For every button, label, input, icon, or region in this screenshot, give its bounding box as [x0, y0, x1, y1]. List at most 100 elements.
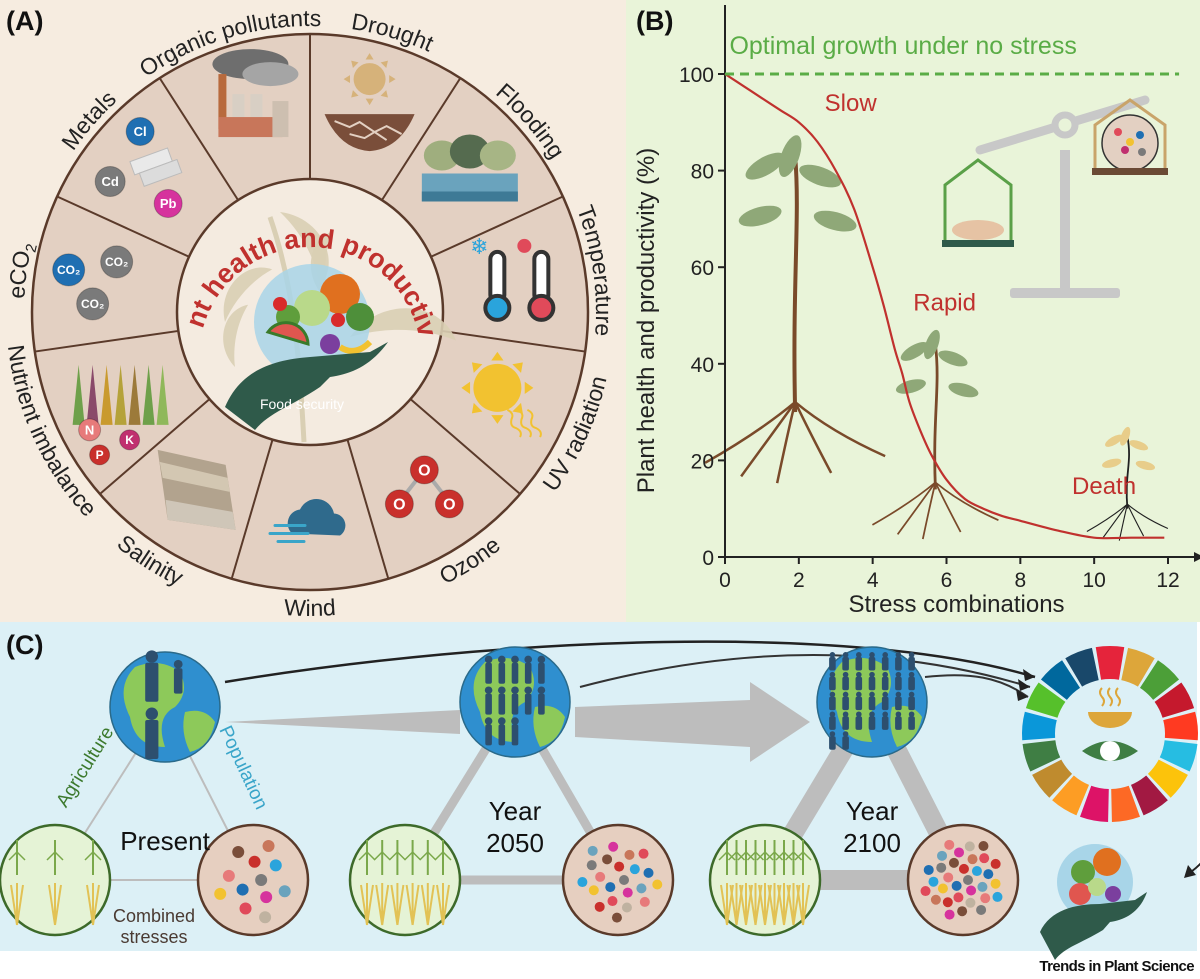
plant-leaf	[223, 304, 249, 367]
scenario-stage-1: Present	[0, 650, 310, 937]
uv-ray	[506, 408, 522, 438]
person-icon	[908, 652, 915, 658]
stress-icon	[595, 871, 606, 882]
chimney-icon	[218, 74, 227, 130]
stress-icon	[979, 853, 990, 864]
element-badge	[409, 455, 439, 485]
combined-stresses-circle	[196, 823, 310, 937]
stress-icon	[588, 885, 599, 896]
plant-leaf	[350, 308, 457, 341]
sdg-segment	[1025, 682, 1066, 718]
continent-shape	[890, 705, 922, 747]
stress-icon	[976, 904, 987, 915]
person-icon	[895, 652, 902, 658]
person-icon	[498, 717, 506, 725]
stress-icon	[920, 886, 931, 897]
y-tick-label: 60	[691, 257, 714, 280]
plant-leaf	[1105, 434, 1123, 447]
plant-leaf	[1120, 426, 1131, 446]
person-icon	[829, 731, 836, 737]
person-body	[485, 693, 492, 715]
person-icon	[829, 691, 836, 698]
person-body	[511, 693, 519, 715]
greens-icon	[346, 303, 374, 331]
plant-leaf	[900, 342, 929, 361]
scale-base	[1010, 288, 1120, 298]
person-icon	[882, 671, 888, 678]
person-body	[485, 724, 492, 746]
stress-icon	[639, 896, 650, 907]
stress-dot	[1126, 138, 1134, 146]
combined-label-line1: Combined	[113, 906, 195, 926]
wheat-plant	[796, 883, 810, 926]
arrow-head	[1184, 865, 1196, 878]
element-badge-label: Pb	[160, 196, 177, 211]
cooling-tower-icon	[232, 94, 245, 125]
element-badge-label: O	[393, 497, 405, 514]
sdg-segment	[1032, 759, 1073, 798]
maize-leaves	[373, 850, 391, 861]
element-badge-label: Cl	[134, 124, 147, 139]
wheat-plant	[390, 883, 405, 926]
stress-icon	[622, 887, 633, 898]
stress-icon	[948, 857, 959, 868]
plant-leaf	[745, 152, 785, 180]
greens-icon	[1071, 860, 1095, 884]
person-body	[895, 657, 902, 671]
person-icon	[484, 686, 493, 695]
person-icon	[484, 717, 493, 725]
stress-icon	[636, 883, 647, 894]
person-body	[538, 693, 545, 715]
person-icon	[498, 655, 506, 664]
stress-icon	[605, 882, 616, 893]
person-body	[511, 724, 519, 746]
person-icon	[145, 650, 158, 663]
plant-leaf	[1129, 440, 1149, 451]
element-badge-label: K	[125, 433, 134, 447]
maize-leaves	[784, 850, 803, 861]
person-body	[145, 720, 159, 759]
person-icon	[869, 711, 875, 718]
person-body	[908, 696, 915, 711]
person-body	[498, 724, 506, 746]
person-icon	[882, 652, 888, 658]
plant-leaf	[813, 210, 857, 232]
plant-leaf	[223, 267, 273, 322]
stress-icon	[983, 869, 994, 880]
grapes-icon	[320, 334, 340, 354]
maize-leaves	[737, 850, 755, 861]
crops-circle	[348, 823, 462, 937]
maize-leaves	[404, 850, 422, 861]
stress-icon	[260, 891, 273, 904]
sdg-segment	[1022, 740, 1061, 772]
stress-icon	[259, 911, 272, 924]
leaf-blade	[86, 364, 99, 425]
stress-dot	[1138, 148, 1146, 156]
stress-dot	[1136, 131, 1144, 139]
plant-stem	[933, 344, 939, 490]
person-body	[842, 716, 849, 730]
annotation-rapid: Rapid	[913, 290, 976, 317]
uv-ray	[516, 408, 532, 438]
pumpkin-icon	[320, 274, 360, 314]
sdg-segment	[1163, 711, 1198, 741]
continent-shape	[183, 710, 215, 752]
y-tick-label: 100	[679, 64, 714, 87]
combined-label-line2: stresses	[120, 927, 187, 947]
element-badge	[119, 429, 141, 451]
smoke-icon	[242, 62, 299, 87]
stress-icon	[944, 909, 955, 920]
balance-scale-icon	[942, 95, 1168, 298]
stress-icon	[954, 847, 965, 858]
plant-leaf	[924, 329, 940, 360]
healthy-plant-illustration	[704, 135, 886, 484]
element-badge	[76, 287, 110, 321]
scale-pivot	[1051, 111, 1079, 139]
x-tick-label: 6	[941, 569, 953, 592]
person-body	[829, 657, 836, 671]
person-icon	[895, 711, 902, 718]
sun-ray-icon	[380, 90, 388, 98]
wheel-divider	[430, 195, 564, 258]
stage-label-line1: Year	[489, 796, 542, 826]
person-body	[868, 676, 876, 691]
